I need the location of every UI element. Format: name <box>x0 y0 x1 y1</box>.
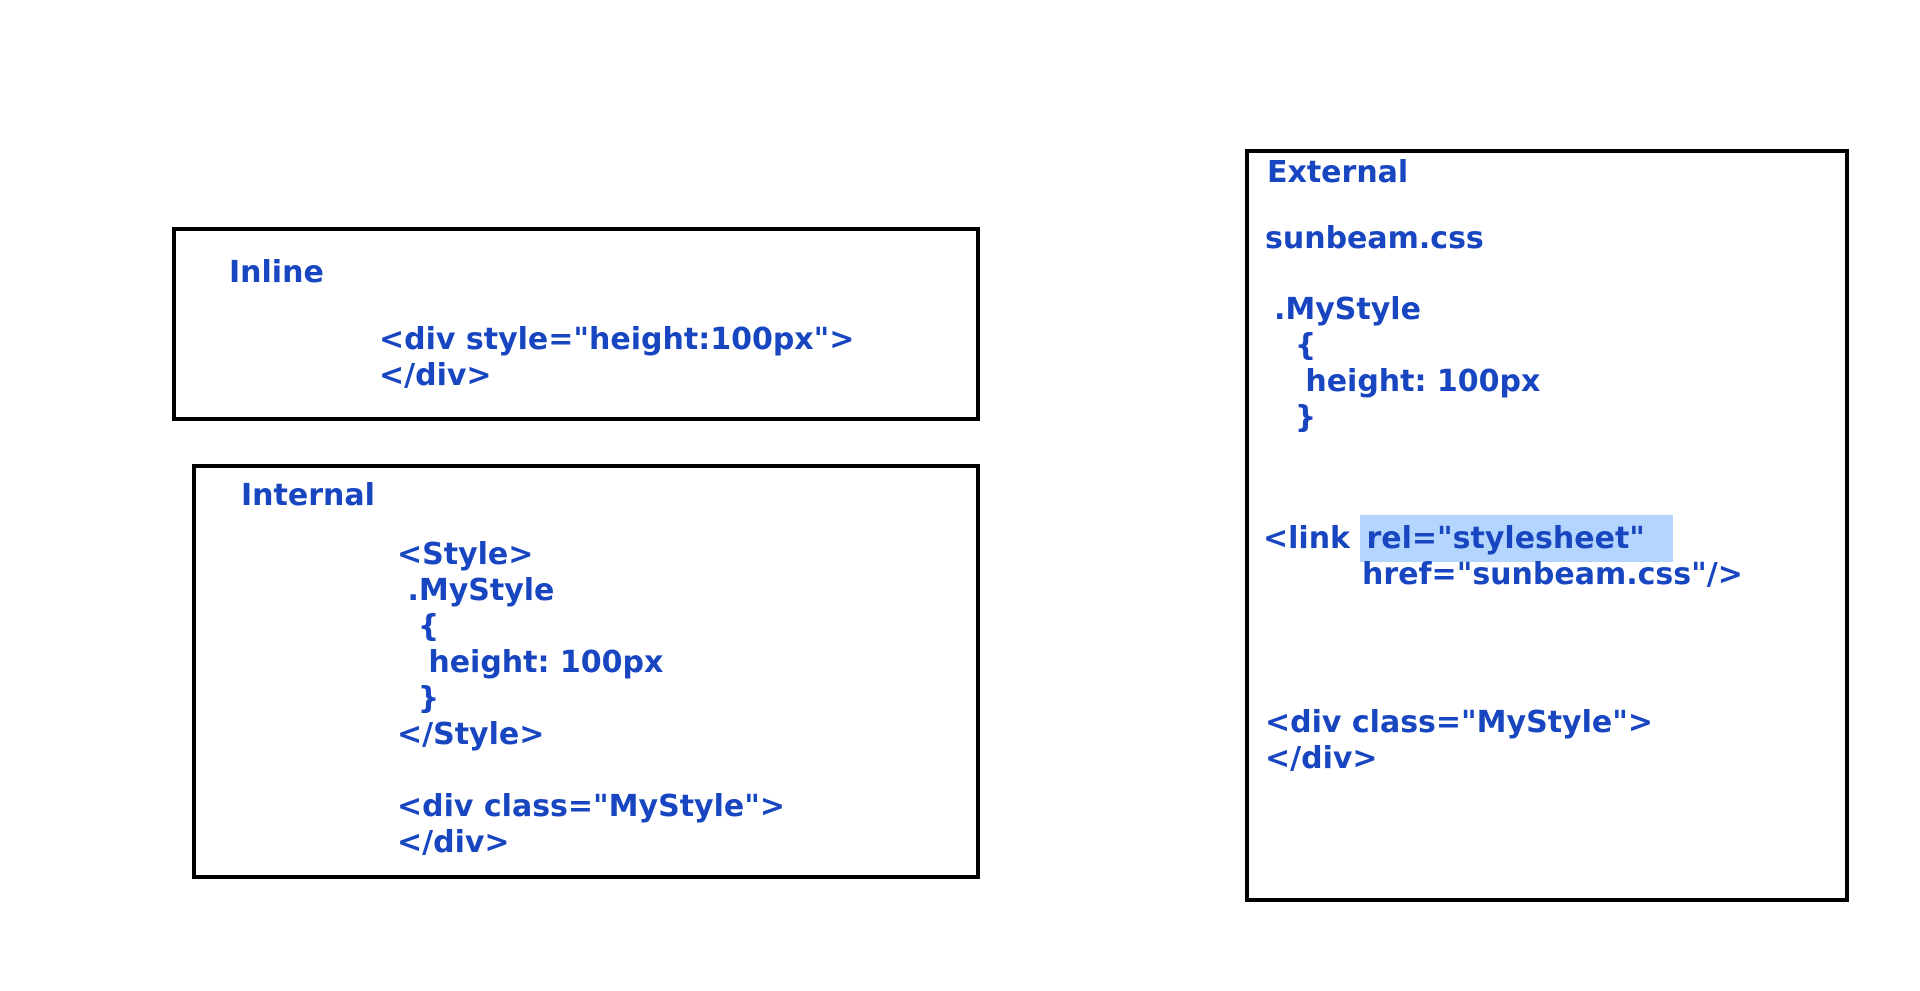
inline-code-line-1: <div style="height:100px"> <box>379 322 855 357</box>
external-link-line-1: <link rel="stylesheet" <box>1263 515 1673 562</box>
external-css-line-1: .MyStyle <box>1274 292 1421 327</box>
external-div-line-1: <div class="MyStyle"> <box>1265 705 1653 740</box>
external-css-line-4: } <box>1274 400 1317 435</box>
internal-code-line-9: </div> <box>397 825 510 860</box>
internal-code-line-8: <div class="MyStyle"> <box>397 789 785 824</box>
external-link-line-2: href="sunbeam.css"/> <box>1362 557 1743 592</box>
internal-box <box>192 464 980 879</box>
inline-title: Inline <box>229 255 324 290</box>
external-css-line-2: { <box>1274 328 1317 363</box>
internal-code-line-3: { <box>397 609 440 644</box>
inline-box <box>172 227 980 421</box>
internal-title: Internal <box>241 478 375 513</box>
internal-code-line-1: <Style> <box>397 537 534 572</box>
internal-code-line-2: .MyStyle <box>397 573 555 608</box>
external-link-prefix: <link <box>1263 521 1361 556</box>
inline-code-line-2: </div> <box>379 358 492 393</box>
external-css-line-3: height: 100px <box>1274 364 1541 399</box>
external-link-highlight: rel="stylesheet" <box>1360 515 1673 562</box>
internal-code-line-5: } <box>397 681 440 716</box>
external-div-line-2: </div> <box>1265 741 1378 776</box>
external-filename: sunbeam.css <box>1265 221 1484 256</box>
internal-code-line-6: </Style> <box>397 717 545 752</box>
external-title: External <box>1267 155 1409 190</box>
internal-code-line-4: height: 100px <box>397 645 664 680</box>
